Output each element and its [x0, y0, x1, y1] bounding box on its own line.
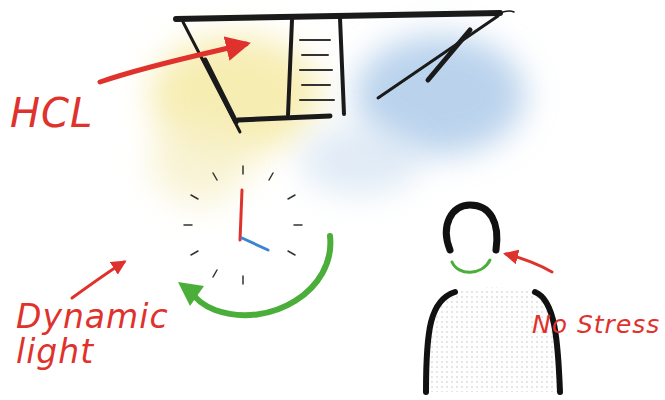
person-figure	[426, 205, 560, 392]
annotation-label: HCL	[10, 92, 170, 134]
leader-arrow	[506, 254, 552, 272]
cycle-arrow	[178, 236, 330, 315]
leader-arrow	[72, 262, 124, 298]
luminaire-sketch	[176, 11, 514, 132]
leader-arrow	[100, 44, 246, 82]
annotation-label: Dynamic light	[16, 300, 176, 369]
clock-symbol	[184, 166, 302, 284]
light-wash	[150, 35, 525, 205]
annotation-label: No Stress	[532, 312, 665, 338]
